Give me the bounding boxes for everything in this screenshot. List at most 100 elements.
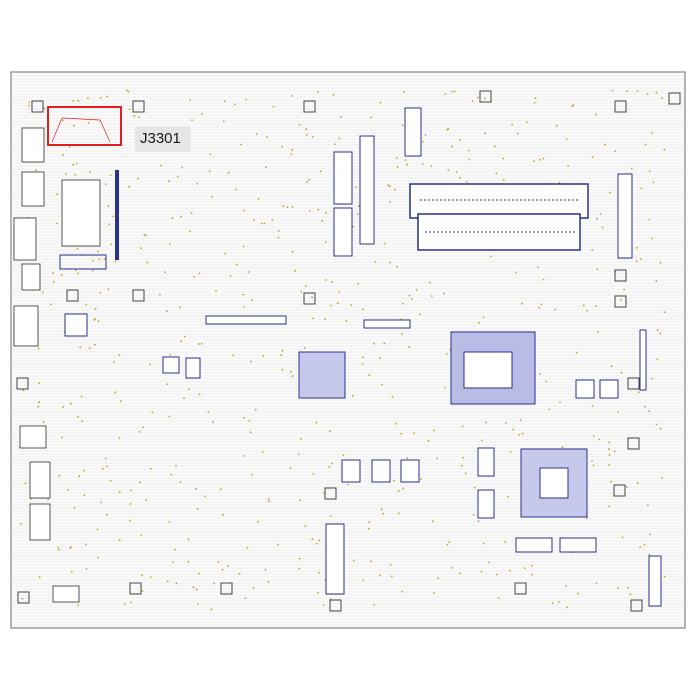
via-dot — [80, 395, 83, 398]
via-dot — [648, 553, 651, 556]
via-dot — [396, 157, 398, 160]
via-dot — [298, 557, 301, 560]
highlight-box — [47, 106, 122, 146]
via-dot — [402, 302, 404, 305]
via-dot — [571, 105, 574, 108]
via-dot — [70, 570, 73, 573]
via-dot — [537, 266, 539, 269]
via-dot — [342, 454, 345, 457]
via-dot — [179, 306, 181, 309]
via-dot — [591, 405, 594, 407]
via-dot — [243, 455, 246, 457]
via-dot — [368, 374, 371, 377]
via-dot — [373, 603, 376, 606]
via-dot — [196, 182, 199, 185]
via-dot — [211, 195, 214, 198]
via-dot — [430, 165, 433, 168]
via-dot — [289, 467, 292, 469]
via-dot — [403, 90, 405, 93]
via-dot — [415, 288, 418, 291]
via-dot — [378, 574, 381, 577]
via-dot — [268, 500, 271, 503]
via-dot — [450, 145, 453, 148]
via-dot — [382, 512, 385, 515]
via-dot — [419, 313, 421, 316]
via-dot — [592, 464, 595, 467]
via-dot — [629, 593, 632, 596]
via-dot — [408, 346, 410, 349]
via-dot — [291, 206, 294, 208]
via-dot — [21, 597, 24, 600]
via-dot — [198, 272, 201, 275]
via-dot — [545, 380, 548, 383]
via-dot — [391, 396, 394, 398]
via-dot — [444, 386, 447, 389]
via-dot — [221, 568, 224, 571]
via-dot — [437, 577, 440, 580]
via-dot — [459, 176, 461, 179]
via-dot — [509, 451, 512, 453]
via-dot — [243, 416, 246, 419]
highlight-label: J3301 — [140, 130, 181, 147]
via-dot — [608, 441, 611, 444]
via-dot — [217, 561, 220, 563]
via-dot — [656, 358, 659, 361]
via-dot — [609, 191, 611, 194]
via-dot — [149, 363, 152, 366]
via-dot — [661, 97, 664, 99]
via-dot — [47, 498, 49, 501]
via-dot — [191, 119, 193, 121]
via-dot — [72, 163, 74, 166]
via-dot — [526, 121, 528, 123]
via-dot — [193, 276, 196, 278]
via-dot — [300, 437, 302, 440]
via-dot — [367, 527, 370, 530]
via-dot — [37, 347, 40, 350]
via-dot — [109, 480, 112, 482]
via-dot — [502, 157, 504, 160]
via-dot — [164, 271, 167, 273]
via-dot — [504, 540, 507, 543]
via-dot — [260, 222, 263, 225]
via-dot — [104, 457, 107, 460]
via-dot — [277, 236, 280, 239]
via-dot — [591, 156, 594, 159]
via-dot — [97, 250, 99, 253]
via-dot — [280, 354, 283, 357]
via-dot — [247, 271, 250, 273]
via-dot — [64, 173, 67, 175]
via-dot — [468, 149, 470, 152]
via-dot — [304, 525, 307, 527]
via-dot — [141, 590, 144, 592]
via-dot — [207, 411, 210, 413]
via-dot — [480, 439, 483, 442]
via-dot — [198, 393, 201, 396]
via-dot — [380, 384, 383, 386]
via-dot — [304, 346, 306, 349]
via-dot — [596, 268, 599, 270]
via-dot — [169, 354, 172, 356]
via-dot — [424, 134, 427, 136]
via-dot — [50, 303, 52, 306]
via-dot — [446, 543, 449, 546]
via-dot — [209, 153, 212, 156]
via-dot — [640, 187, 643, 190]
via-dot — [291, 250, 294, 253]
via-dot — [189, 230, 191, 233]
via-dot — [264, 568, 267, 571]
via-dot — [608, 505, 610, 508]
small-bga — [298, 351, 346, 399]
via-dot — [421, 140, 424, 143]
via-dot — [189, 99, 192, 101]
via-dot — [497, 597, 500, 599]
via-dot — [174, 548, 177, 551]
via-dot — [76, 247, 79, 250]
via-dot — [358, 205, 360, 208]
via-dot — [396, 265, 398, 268]
via-dot — [267, 498, 270, 500]
via-dot — [362, 579, 365, 582]
via-dot — [251, 473, 254, 476]
via-dot — [350, 304, 353, 306]
via-dot — [42, 291, 44, 294]
